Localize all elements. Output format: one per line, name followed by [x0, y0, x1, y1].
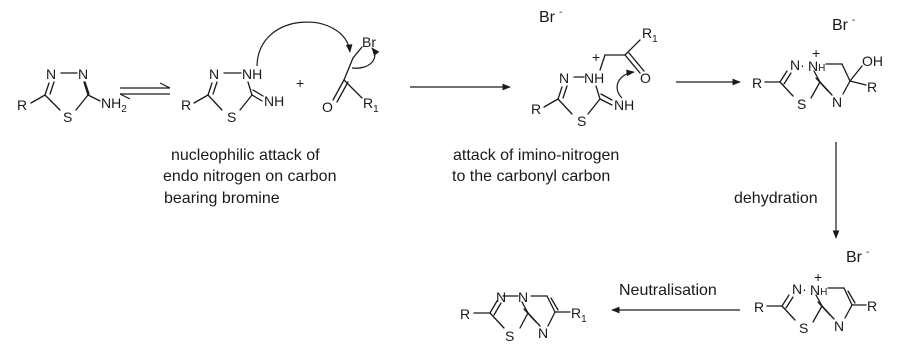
- atom-n: N: [496, 289, 506, 305]
- hydroxy-bicyclic-intermediate: Br- R N· NH + S N OH R: [752, 15, 883, 112]
- caption-step2-line1: attack of imino-nitrogen: [453, 147, 619, 164]
- atom-n-ring: N: [538, 325, 548, 341]
- atom-n: N·: [790, 57, 805, 73]
- atom-r1: R1: [571, 305, 587, 325]
- atom-nh-imino: NH: [614, 97, 634, 113]
- aminothiadiazole-molecule: N N S R NH2: [17, 66, 127, 125]
- atom-n-ring: N: [834, 318, 844, 334]
- atom-nh-charged: NH: [584, 70, 604, 86]
- tautomer-equilibrium-arrows: [119, 82, 171, 100]
- atom-n-3: N: [46, 66, 56, 82]
- atom-n: N: [209, 66, 219, 82]
- bromoketone-molecule: Br O R1: [322, 34, 379, 115]
- atom-r1: R1: [642, 25, 658, 45]
- atom-s: S: [505, 328, 514, 344]
- atom-r-substituent: R: [867, 298, 877, 314]
- atom-o: O: [640, 70, 651, 86]
- atom-r: R: [752, 75, 762, 91]
- atom-nh: NH: [242, 66, 262, 82]
- bromide-leaving-arrow: [351, 47, 380, 69]
- atom-s: S: [797, 96, 806, 112]
- cyclization-attack-arrow: [616, 69, 635, 99]
- imidazothiadiazole-product: R N N S N R1: [460, 289, 587, 344]
- protonated-imidazothiadiazole: Br- R N· NH + S N R: [754, 247, 877, 336]
- atom-n-bridgehead: NH: [810, 282, 827, 298]
- atom-s: S: [799, 320, 808, 336]
- bromide-ion: Br-: [539, 7, 562, 26]
- nucleophilic-attack-arrow: [256, 21, 353, 67]
- atom-r: R: [754, 299, 764, 315]
- caption-neutralisation: Neutralisation: [619, 282, 717, 299]
- atom-r1: R1: [363, 95, 379, 115]
- atom-r: R: [531, 101, 541, 117]
- plus-sign: +: [296, 75, 304, 91]
- atom-o: O: [322, 99, 333, 115]
- atom-n-bridgehead: NH: [808, 58, 825, 74]
- atom-n: N·: [792, 281, 807, 297]
- atom-r: R: [460, 306, 470, 322]
- positive-charge: +: [812, 45, 820, 61]
- n-alkylated-intermediate: Br- N NH + S R NH O R1: [531, 7, 658, 129]
- caption-dehydration: dehydration: [734, 190, 818, 207]
- atom-n-4: N: [78, 66, 88, 82]
- positive-charge: +: [592, 49, 600, 65]
- atom-br: Br: [362, 34, 376, 50]
- atom-n-ring: N: [832, 94, 842, 110]
- bromide-ion: Br-: [832, 15, 855, 34]
- caption-step2-line2: to the carbonyl carbon: [452, 168, 610, 185]
- atom-n-bridgehead: N: [518, 289, 528, 305]
- atom-r: R: [17, 97, 27, 113]
- atom-s: S: [577, 113, 586, 129]
- caption-step1-line2: endo nitrogen on carbon: [163, 168, 336, 185]
- caption-step1-line1: nucleophilic attack of: [171, 147, 320, 164]
- atom-nh-imino: NH: [264, 93, 284, 109]
- atom-r: R: [181, 97, 191, 113]
- atom-s: S: [227, 109, 236, 125]
- atom-oh: OH: [862, 53, 883, 69]
- positive-charge: +: [814, 269, 822, 285]
- atom-r-substituent: R: [867, 79, 877, 95]
- atom-s-1: S: [63, 109, 72, 125]
- bromide-ion: Br-: [846, 247, 869, 266]
- imino-tautomer-molecule: N NH S R NH: [181, 66, 284, 125]
- caption-step1-line3: bearing bromine: [164, 190, 280, 207]
- atom-nh2: NH2: [101, 95, 127, 115]
- atom-n: N: [559, 70, 569, 86]
